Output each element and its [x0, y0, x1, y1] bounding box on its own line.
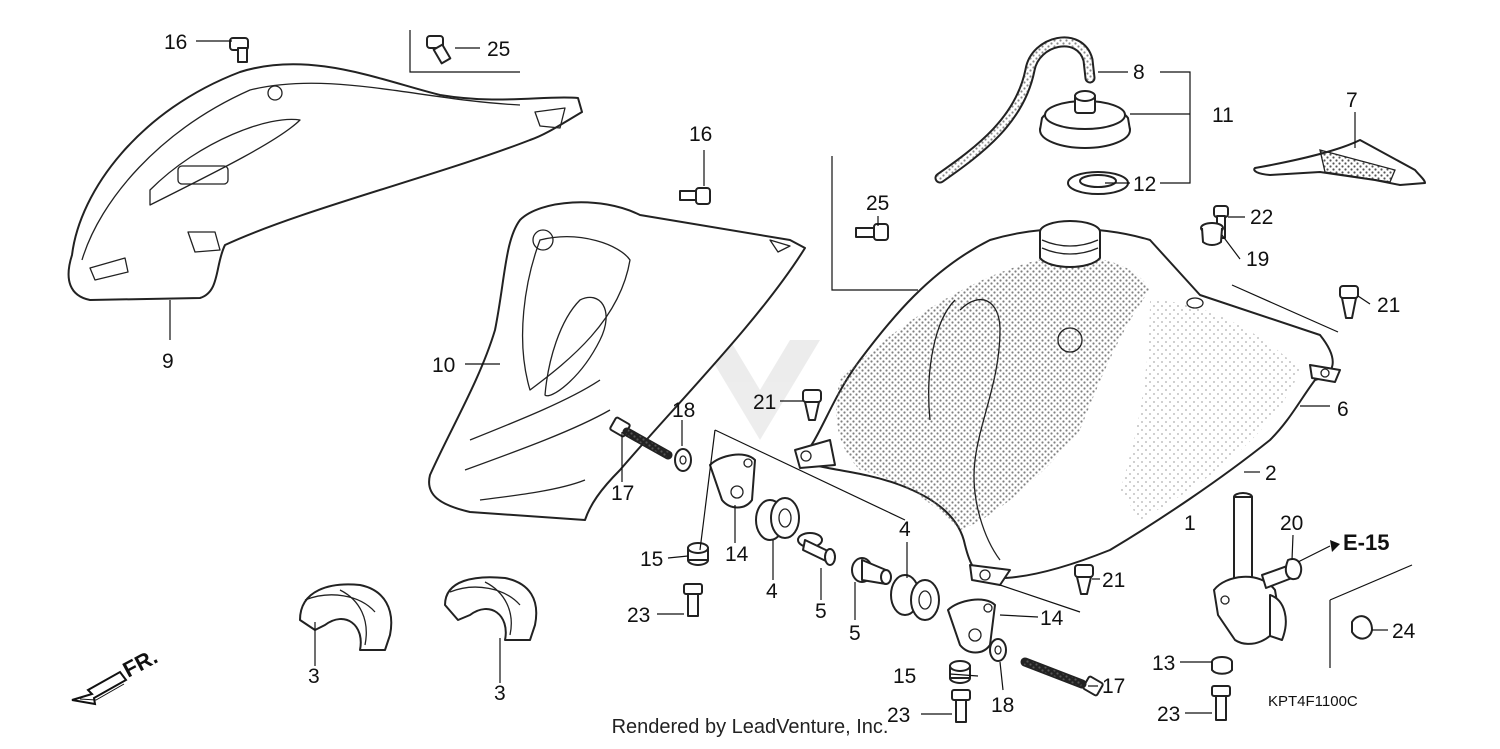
part-23-bolt-left: [683, 583, 703, 617]
callout-10: 10: [432, 354, 455, 377]
callout-4: 4: [899, 518, 911, 541]
part-23-bolt-right: [1211, 685, 1231, 721]
part-15-nut-right: [949, 660, 971, 684]
callout-23: 23: [1157, 703, 1180, 726]
callout-19: 19: [1246, 248, 1269, 271]
reference-e15: E-15: [1343, 530, 1389, 555]
drawing-code: KPT4F1100C: [1268, 693, 1358, 710]
part-4-mount-left: [755, 497, 800, 541]
part-25-bolt-upper: [426, 35, 452, 65]
callout-15: 15: [893, 665, 916, 688]
part-7-strap: [1253, 139, 1426, 186]
direction-label: FR.: [119, 644, 162, 683]
callout-25: 25: [487, 38, 510, 61]
part-12-seal: [1067, 171, 1129, 195]
callout-16: 16: [164, 31, 187, 54]
part-17-bolt-right: [1020, 657, 1104, 697]
part-23-bolt-middle: [951, 689, 971, 723]
part-17-bolt-left: [609, 416, 673, 460]
part-14-bracket-left: [709, 453, 756, 509]
callout-5: 5: [849, 622, 861, 645]
part-21-clip-upper: [1339, 285, 1359, 319]
callout-11: 11: [1212, 104, 1234, 127]
part-3-cushion-right: [444, 576, 538, 641]
callout-7: 7: [1346, 89, 1358, 112]
callout-8: 8: [1133, 61, 1145, 84]
callout-21: 21: [753, 391, 776, 414]
leader-lines: [169, 30, 1413, 715]
callout-22: 22: [1250, 206, 1273, 229]
callout-14: 14: [725, 543, 749, 566]
part-11-fuel-cap: [1039, 90, 1131, 149]
callout-9: 9: [162, 350, 174, 373]
part-21-clip-left: [802, 389, 822, 421]
part-5-collar-right: [851, 557, 892, 585]
front-direction-arrow: FR.: [71, 644, 162, 706]
callout-23: 23: [627, 604, 650, 627]
callout-3: 3: [494, 682, 506, 705]
callout-1: 1: [1184, 512, 1196, 535]
part-15-nut-left: [687, 542, 709, 566]
part-3-cushion-left: [299, 583, 393, 651]
part-20-clamp: [1284, 558, 1303, 580]
part-8-breather-tube: [934, 36, 1096, 184]
callout-6: 6: [1337, 398, 1349, 421]
part-4-mount-right: [890, 574, 940, 621]
part-5-collar-left: [797, 532, 836, 566]
callout-14: 14: [1040, 607, 1064, 630]
callout-18: 18: [672, 399, 695, 422]
part-24-clip: [1351, 615, 1373, 640]
callout-12: 12: [1133, 173, 1156, 196]
callout-25: 25: [866, 192, 889, 215]
callout-2: 2: [1265, 462, 1277, 485]
part-18-washer-left: [674, 448, 692, 472]
callout-15: 15: [640, 548, 663, 571]
part-19-grommet: [1200, 222, 1224, 246]
part-18-washer-right: [989, 638, 1007, 662]
callout-20: 20: [1280, 512, 1303, 535]
callout-5: 5: [815, 600, 827, 623]
callout-13: 13: [1152, 652, 1175, 675]
callout-23: 23: [887, 704, 910, 727]
callout-17: 17: [1102, 675, 1125, 698]
part-14-bracket-right: [947, 598, 996, 654]
callout-24: 24: [1392, 620, 1416, 643]
part-13-washer: [1211, 656, 1233, 675]
callout-21: 21: [1102, 569, 1125, 592]
part-16-bolt-middle: [679, 187, 711, 205]
part-1-fuel-valve: [1213, 492, 1293, 645]
footer-credit: Rendered by LeadVenture, Inc.: [611, 716, 889, 738]
part-16-bolt-upper: [229, 37, 249, 63]
part-6-fuel-tank: [794, 220, 1341, 586]
part-25-bolt-middle: [855, 223, 889, 241]
callout-21: 21: [1377, 294, 1400, 317]
callout-18: 18: [991, 694, 1014, 717]
callout-4: 4: [766, 580, 778, 603]
part-21-clip-lower: [1074, 564, 1094, 595]
callout-labels: 16 25 9 10 16 25 8 11 12 7 22 19 21 6 2 …: [162, 31, 1416, 727]
part-9-shroud-left: [67, 63, 583, 301]
callout-17: 17: [611, 482, 634, 505]
callout-16: 16: [689, 123, 712, 146]
callout-3: 3: [308, 665, 320, 688]
part-10-shroud-right: [428, 201, 806, 521]
